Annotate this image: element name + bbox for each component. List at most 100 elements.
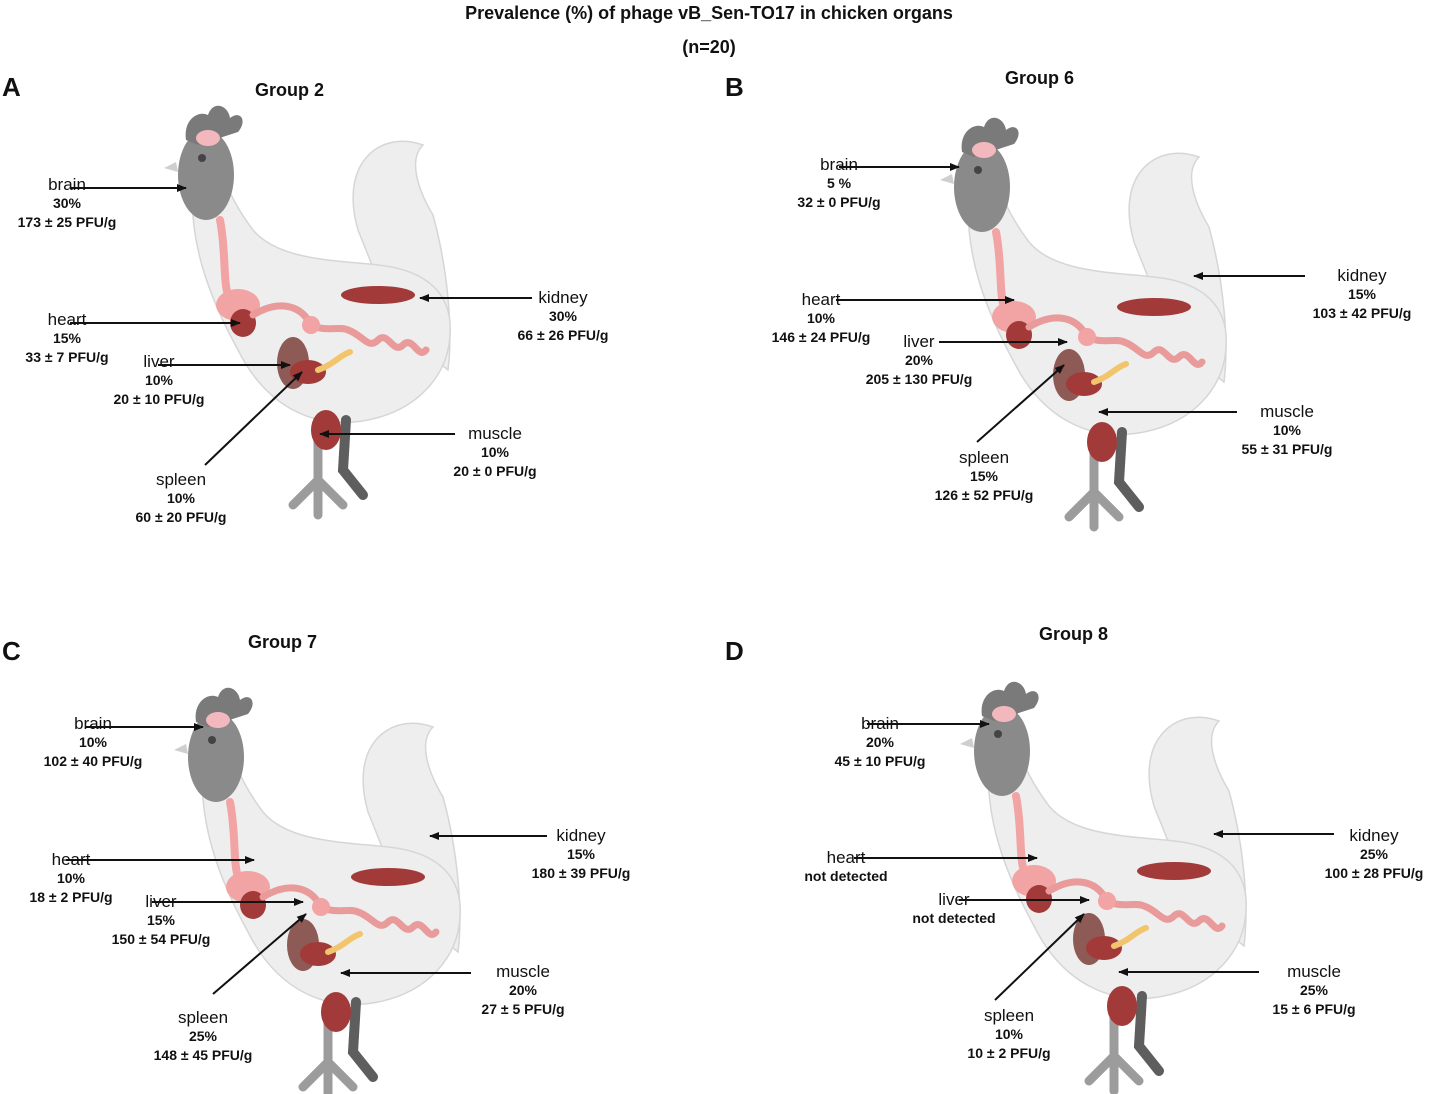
brain-titer: 173 ± 25 PFU/g [17,214,117,230]
spleen-titer: 10 ± 2 PFU/g [967,1045,1051,1061]
muscle-label: muscle 25% 15 ± 6 PFU/g [1239,962,1389,1019]
spleen-label: spleen 10% 60 ± 20 PFU/g [106,470,256,527]
kidney-prevalence: 15% [566,846,596,862]
group-title: Group 7 [248,632,318,652]
heart-prevalence: 15% [52,330,82,346]
brain-prevalence: 20% [865,734,895,750]
liver-titer: 205 ± 130 PFU/g [865,371,973,387]
muscle-titer: 55 ± 31 PFU/g [1241,441,1333,457]
brain-label: brain 20% 45 ± 10 PFU/g [805,714,955,771]
brain-label: brain 10% 102 ± 40 PFU/g [18,714,168,771]
muscle-label: muscle 10% 55 ± 31 PFU/g [1212,402,1362,459]
liver-name: liver [903,332,935,351]
kidney-titer: 66 ± 26 PFU/g [517,327,609,343]
muscle-name: muscle [1287,962,1341,981]
heart-label: heart 10% 146 ± 24 PFU/g [746,290,896,347]
kidney-label: kidney 25% 100 ± 28 PFU/g [1299,826,1449,883]
brain-name: brain [861,714,899,733]
kidney-name: kidney [1337,266,1387,285]
liver-prevalence: 15% [146,912,176,928]
chicken-illustration [174,687,461,1094]
kidney-label: kidney 15% 103 ± 42 PFU/g [1287,266,1437,323]
panel-letter: A [2,72,21,102]
spleen-titer: 126 ± 52 PFU/g [934,487,1034,503]
group-title: Group 8 [1039,624,1109,644]
brain-label: brain 5 % 32 ± 0 PFU/g [764,155,914,212]
panel-b: B Group 6 brain 5 % 32 ± 0 PFU/g heart 10… [709,50,1418,532]
liver-label: liver not detected [879,890,1029,928]
brain-titer: 32 ± 0 PFU/g [797,194,881,210]
kidney-titer: 103 ± 42 PFU/g [1312,305,1412,321]
brain-prevalence: 30% [52,195,82,211]
brain-name: brain [74,714,112,733]
spleen-arrow [204,371,303,466]
heart-prevalence: 10% [56,870,86,886]
muscle-name: muscle [468,424,522,443]
spleen-name: spleen [177,1008,229,1027]
brain-prevalence: 5 % [826,175,852,191]
muscle-titer: 27 ± 5 PFU/g [481,1001,565,1017]
panel-illustration [836,117,1305,532]
liver-label: liver 10% 20 ± 10 PFU/g [84,352,234,409]
kidney-titer: 180 ± 39 PFU/g [531,865,631,881]
kidney-label: kidney 15% 180 ± 39 PFU/g [506,826,656,883]
kidney-prevalence: 25% [1359,846,1389,862]
brain-label: brain 30% 173 ± 25 PFU/g [0,175,142,232]
kidney-name: kidney [538,288,588,307]
spleen-name: spleen [958,448,1010,467]
muscle-label: muscle 20% 27 ± 5 PFU/g [448,962,598,1019]
spleen-prevalence: 10% [166,490,196,506]
muscle-titer: 20 ± 0 PFU/g [453,463,537,479]
spleen-label: spleen 10% 10 ± 2 PFU/g [934,1006,1084,1063]
spleen-titer: 148 ± 45 PFU/g [153,1047,253,1063]
muscle-prevalence: 25% [1299,982,1329,998]
liver-titer: 20 ± 10 PFU/g [113,391,205,407]
muscle-prevalence: 10% [1272,422,1302,438]
heart-prevalence: 10% [806,310,836,326]
kidney-name: kidney [1349,826,1399,845]
figure-title: Prevalence (%) of phage vB_Sen-TO17 in c… [465,3,953,23]
group-title: Group 2 [255,80,325,100]
liver-prevalence: not detected [912,910,996,926]
panel-a: A Group 2 brain 30% 173 ± 25 PFU/g heart … [0,60,709,540]
kidney-prevalence: 30% [548,308,578,324]
spleen-prevalence: 10% [994,1026,1024,1042]
heart-titer: 33 ± 7 PFU/g [25,349,109,365]
kidney-titer: 100 ± 28 PFU/g [1324,865,1424,881]
heart-name: heart [801,290,841,309]
liver-label: liver 15% 150 ± 54 PFU/g [86,892,236,949]
spleen-arrow [994,913,1085,1001]
brain-name: brain [820,155,858,174]
brain-titer: 45 ± 10 PFU/g [834,753,926,769]
chicken-illustration [960,681,1247,1094]
panel-illustration [854,681,1334,1094]
muscle-name: muscle [496,962,550,981]
spleen-arrow [976,364,1065,443]
muscle-name: muscle [1260,402,1314,421]
heart-prevalence: not detected [804,868,888,884]
liver-prevalence: 20% [904,352,934,368]
panel-letter: C [2,636,21,666]
panel-illustration [70,105,532,520]
chicken-illustration [164,105,451,520]
spleen-name: spleen [983,1006,1035,1025]
heart-name: heart [826,848,866,867]
muscle-label: muscle 10% 20 ± 0 PFU/g [420,424,570,481]
liver-name: liver [145,892,177,911]
heart-titer: 18 ± 2 PFU/g [29,889,113,905]
muscle-prevalence: 10% [480,444,510,460]
chicken-illustration [940,117,1227,532]
panel-letter: B [725,72,744,102]
panel-illustration [66,687,547,1094]
heart-name: heart [47,310,87,329]
spleen-label: spleen 15% 126 ± 52 PFU/g [909,448,1059,505]
brain-titer: 102 ± 40 PFU/g [43,753,143,769]
spleen-titer: 60 ± 20 PFU/g [135,509,227,525]
heart-label: heart 15% 33 ± 7 PFU/g [0,310,142,367]
muscle-prevalence: 20% [508,982,538,998]
heart-titer: 146 ± 24 PFU/g [771,329,871,345]
kidney-prevalence: 15% [1347,286,1377,302]
group-title: Group 6 [1005,68,1075,88]
muscle-titer: 15 ± 6 PFU/g [1272,1001,1356,1017]
